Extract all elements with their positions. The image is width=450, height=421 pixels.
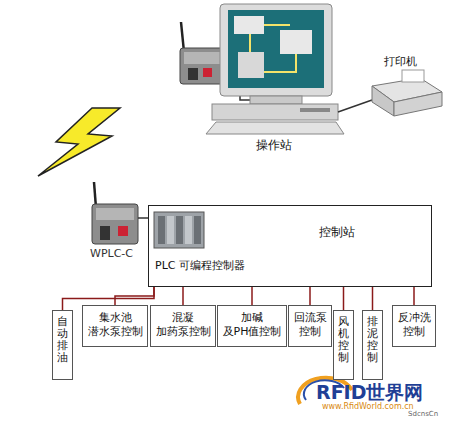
control-item-box: 自动排油 bbox=[52, 310, 73, 380]
plc-module bbox=[176, 216, 183, 244]
printer bbox=[372, 70, 442, 116]
plc-module bbox=[167, 216, 174, 244]
plc-label: PLC 可编程控制器 bbox=[155, 258, 245, 273]
plc-rack bbox=[154, 212, 204, 248]
control-station-box: 控制站 PLC 可编程控制器 bbox=[148, 205, 432, 287]
cable bbox=[138, 217, 148, 219]
watermark: www.RfidWorld.com.cn bbox=[322, 402, 414, 411]
module-led bbox=[203, 68, 212, 77]
wireless-bolt bbox=[38, 108, 120, 176]
screen bbox=[228, 10, 324, 88]
item-label: 自动排油 bbox=[57, 316, 68, 364]
item-label: 反冲洗 控制 bbox=[397, 311, 431, 339]
connector bbox=[343, 287, 345, 310]
module-port bbox=[188, 68, 198, 80]
control-item-box: 混凝 加药泵控制 bbox=[150, 305, 216, 347]
connector bbox=[115, 287, 154, 305]
control-item-box: 排泥控制 bbox=[362, 310, 383, 380]
computer bbox=[206, 4, 344, 134]
connector bbox=[372, 287, 374, 310]
caption-label: 操作站 bbox=[256, 137, 292, 154]
connector bbox=[413, 287, 415, 305]
control-item-box: 反冲洗 控制 bbox=[392, 305, 436, 347]
control-item-box: 风机控制 bbox=[333, 310, 354, 380]
monitor-stand bbox=[250, 96, 302, 104]
paper bbox=[402, 70, 424, 82]
connector bbox=[309, 287, 311, 305]
module-led bbox=[118, 226, 128, 236]
watermark: SdcnsCn bbox=[408, 410, 438, 418]
module-case bbox=[92, 204, 138, 244]
module-case bbox=[180, 48, 224, 84]
printer-cable bbox=[338, 100, 372, 112]
module-port bbox=[100, 226, 110, 240]
keyboard bbox=[206, 122, 344, 134]
module-face bbox=[184, 52, 220, 64]
control-item-box: 回流泵 控制 bbox=[288, 305, 332, 347]
station-title: 控制站 bbox=[319, 224, 355, 241]
item-label: 混凝 加药泵控制 bbox=[155, 311, 211, 339]
printer-side bbox=[372, 86, 394, 116]
module-face bbox=[96, 208, 134, 220]
connector bbox=[182, 287, 184, 305]
control-item-box: 集水池 潜水泵控制 bbox=[82, 305, 148, 347]
monitor bbox=[220, 4, 332, 96]
drive-slot bbox=[300, 108, 330, 112]
item-label: 风机控制 bbox=[338, 316, 349, 364]
computer-case bbox=[212, 104, 338, 120]
item-label: 排泥控制 bbox=[367, 316, 378, 364]
wireless-module-top bbox=[180, 22, 224, 84]
item-label: 回流泵 控制 bbox=[293, 311, 327, 339]
control-item-box: 加碱 及PH值控制 bbox=[217, 305, 287, 347]
item-label: 集水池 潜水泵控制 bbox=[87, 311, 143, 339]
screen-panel bbox=[234, 16, 264, 34]
plc-module bbox=[194, 216, 201, 244]
plc-module bbox=[158, 216, 165, 244]
caption-label: 打印机 bbox=[384, 54, 417, 69]
wireless-module-bottom bbox=[92, 182, 138, 244]
printer-front bbox=[394, 92, 442, 116]
plc-icon bbox=[154, 212, 204, 248]
item-label: 加碱 及PH值控制 bbox=[222, 311, 282, 339]
connector bbox=[251, 287, 253, 305]
screen-panel bbox=[238, 52, 264, 78]
screen-panel bbox=[280, 30, 312, 54]
plc-module bbox=[185, 216, 192, 244]
caption-label: WPLC-C bbox=[90, 247, 133, 260]
screen-lines bbox=[250, 25, 296, 72]
